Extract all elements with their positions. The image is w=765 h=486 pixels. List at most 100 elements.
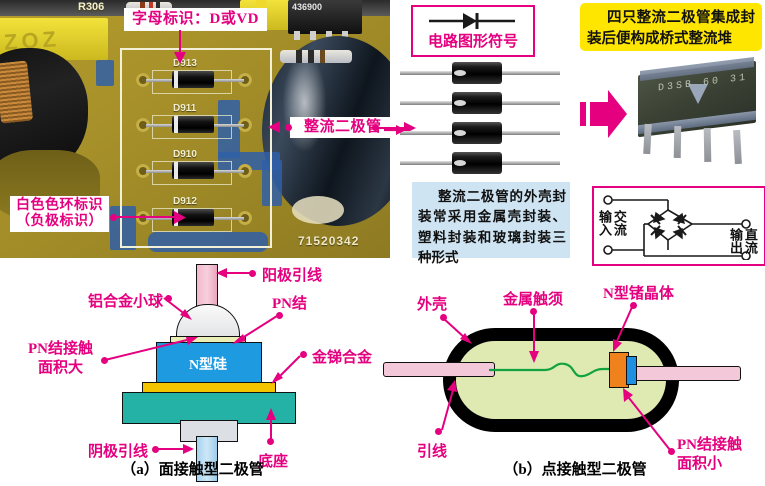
label-anode-lead-arrow <box>216 268 250 278</box>
ic-pin <box>326 31 332 40</box>
pcb-silk-outline <box>152 161 232 185</box>
diagram-b-point-contact-diode: 外壳 金属触须 N型锗晶体 引线 PN结接触 面积小 （b）点接触型二极管 <box>383 258 765 486</box>
pcb-pad <box>136 211 150 225</box>
label-cathode-lead-dot <box>152 446 159 453</box>
diode-photo-1 <box>400 62 560 84</box>
label-gold-antimony: 金锑合金 <box>312 350 373 366</box>
module-pin <box>673 125 682 159</box>
label-pn-contact-area: PN结接触 面积大 <box>28 341 93 376</box>
label-pn-junction-dot <box>276 312 283 319</box>
ac-input-label: 交流 输入 <box>596 210 627 236</box>
label-pn-contact-line <box>104 337 198 361</box>
pcb-silk-outline <box>152 115 232 139</box>
label-cathode-lead-arrow <box>156 444 194 454</box>
diode-body <box>452 62 502 84</box>
pcb-diode-lead <box>212 217 244 220</box>
callout-rectifier-diode: 整流二极管 <box>290 117 398 139</box>
diode-cathode-band <box>454 70 466 76</box>
label-base-arrow <box>266 408 276 440</box>
package-note-text: 整流二极管的外壳封装常采用金属壳封装、塑料封装和玻璃封装三种形式 <box>418 189 566 265</box>
label-pn-contact-small-arrow <box>623 388 671 451</box>
diode-cathode-band <box>454 130 466 136</box>
diode-cathode-band <box>454 160 466 166</box>
package-note-box: 整流二极管的外壳封装常采用金属壳封装、塑料封装和玻璃封装三种形式 <box>412 182 570 265</box>
pcb-pad <box>238 164 252 178</box>
resistor-band <box>320 50 325 63</box>
pcb-capacitor-base <box>292 196 344 224</box>
metal-whisker-shape <box>489 362 617 378</box>
bridge-rectifier-module-photo: D3SB 60 31 <box>630 57 762 170</box>
pcb-silk-d910: D910 <box>173 149 197 160</box>
diode-body <box>452 122 502 144</box>
label-cathode-lead: 阴极引线 <box>88 444 149 460</box>
label-aluminium-ball-dot <box>165 295 172 302</box>
callout-white-ring: 白色色环标识 （负极标识） <box>10 196 109 233</box>
pcb-diode-body <box>172 209 214 226</box>
diode-lead-left <box>400 101 456 105</box>
diode-lead-right <box>500 101 560 105</box>
ic-pin <box>294 31 300 40</box>
callout-white-ring-dot <box>110 214 117 221</box>
pcb-trace <box>262 160 282 206</box>
module-pin <box>643 123 652 155</box>
module-pin <box>703 127 712 163</box>
label-base: 底座 <box>258 454 289 470</box>
transform-arrow-icon <box>580 90 627 138</box>
left-lead <box>383 362 495 377</box>
label-aluminium-ball-arrow <box>163 297 192 320</box>
label-n-germanium-arrow <box>613 305 634 352</box>
ic-pin <box>342 31 348 40</box>
module-pin <box>733 129 742 165</box>
diagram-a-surface-contact-diode: N型硅 阳极引线 铝合金小球 PN结 PN结接触 面积大 金锑合金 阴极引线 <box>0 258 385 486</box>
label-lead: 引线 <box>417 444 448 460</box>
resistor-band <box>140 2 145 13</box>
n-type-silicon-block <box>156 342 262 386</box>
diode-pointer-arrow <box>384 125 406 135</box>
diode-photo-3 <box>400 122 560 144</box>
circuit-symbol-label: 电路图形符号 <box>427 34 518 50</box>
dc-output-label: 直流 输出 <box>727 228 758 254</box>
resistor-band <box>156 2 160 13</box>
callout-rectifier-left-dot <box>285 124 292 131</box>
pn-contact-block <box>626 356 637 385</box>
pcb-diode-lead <box>212 79 244 82</box>
pcb-mark-71520342: 71520342 <box>298 234 360 248</box>
diode-symbol-icon <box>429 13 515 29</box>
label-shell: 外壳 <box>417 297 448 313</box>
pcb-trace <box>96 60 114 86</box>
pcb-component-outline <box>120 48 272 248</box>
callout-letter-code-arrow <box>174 52 186 64</box>
pcb-pad <box>136 73 150 87</box>
label-lead-arrow <box>441 380 457 431</box>
caption-b: （b）点接触型二极管 <box>503 462 647 478</box>
label-pn-junction: PN结 <box>272 296 307 312</box>
cathode-lead-shape <box>196 436 218 482</box>
label-pn-junction-arrow <box>232 315 278 344</box>
label-pn-contact-dot <box>101 357 108 364</box>
label-shell-arrow <box>442 317 472 344</box>
pcb-diode-lead <box>146 217 176 220</box>
pcb-ic-chip <box>288 0 362 34</box>
callout-letter-code: 字母标识：D或VD <box>124 8 267 32</box>
resistor-band <box>149 2 153 13</box>
resistor-band <box>296 50 302 63</box>
label-lead-dot <box>435 428 442 435</box>
pcb-diode-body <box>172 71 214 88</box>
bridge-circuit-box: 交流 输入 直流 输出 <box>592 186 765 266</box>
pcb-silk-d912: D912 <box>173 196 197 207</box>
pcb-diode-lead <box>146 124 176 127</box>
pcb-diode-body <box>172 116 214 133</box>
bridge-note-box: 四只整流二极管集成封装后便构成桥式整流堆 <box>580 3 762 51</box>
pcb-silk-d913: D913 <box>173 58 197 69</box>
label-aluminium-ball: 铝合金小球 <box>88 294 164 310</box>
diode-lead-left <box>400 71 456 75</box>
pcb-pad <box>238 211 252 225</box>
label-metal-whisker: 金属触须 <box>503 292 564 308</box>
diode-body <box>452 92 502 114</box>
label-gold-antimony-arrow <box>271 355 301 384</box>
circuit-symbol-box: 电路图形符号 <box>411 5 535 57</box>
diode-lead-right <box>500 71 560 75</box>
label-anode-lead: 阳极引线 <box>262 268 323 284</box>
pcb-diode-cathode-band <box>174 116 178 133</box>
pcb-pad <box>238 118 252 132</box>
